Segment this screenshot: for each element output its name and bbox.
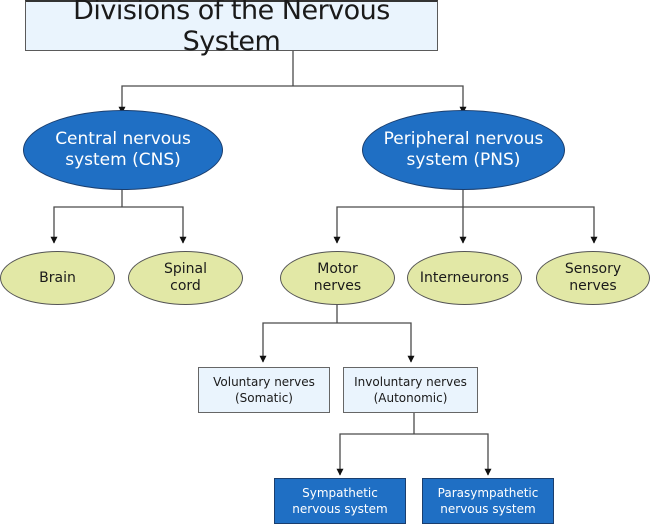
node-cns: Central nervous system (CNS)	[23, 110, 223, 190]
edge-involuntary-sympathetic	[336, 433, 414, 476]
edge-pns-motor	[333, 206, 463, 244]
node-voluntary-nerves: Voluntary nerves (Somatic)	[198, 367, 330, 413]
node-sympathetic: Sympathetic nervous system	[274, 478, 406, 524]
edge-involuntary-parasympathetic	[414, 433, 492, 476]
edge-pns-sensory	[463, 206, 598, 244]
edge-cns-brain	[50, 206, 122, 244]
node-parasympathetic: Parasympathetic nervous system	[422, 478, 554, 524]
diagram-title: Divisions of the Nervous System	[25, 0, 438, 57]
edge-motor-involuntary	[337, 322, 415, 363]
edge-motor-voluntary	[259, 322, 337, 363]
node-motor-nerves: Motor nerves	[280, 251, 395, 305]
edge-title-cns	[118, 85, 293, 114]
edge-cns-spinal	[122, 206, 187, 244]
node-involuntary-nerves: Involuntary nerves (Autonomic)	[343, 367, 478, 413]
node-spinal-cord: Spinal cord	[128, 251, 243, 305]
node-pns: Peripheral nervous system (PNS)	[362, 110, 565, 190]
edge-title-pns	[293, 85, 467, 114]
node-interneurons: Interneurons	[407, 251, 522, 305]
node-brain: Brain	[0, 251, 115, 305]
node-sensory-nerves: Sensory nerves	[536, 251, 650, 305]
